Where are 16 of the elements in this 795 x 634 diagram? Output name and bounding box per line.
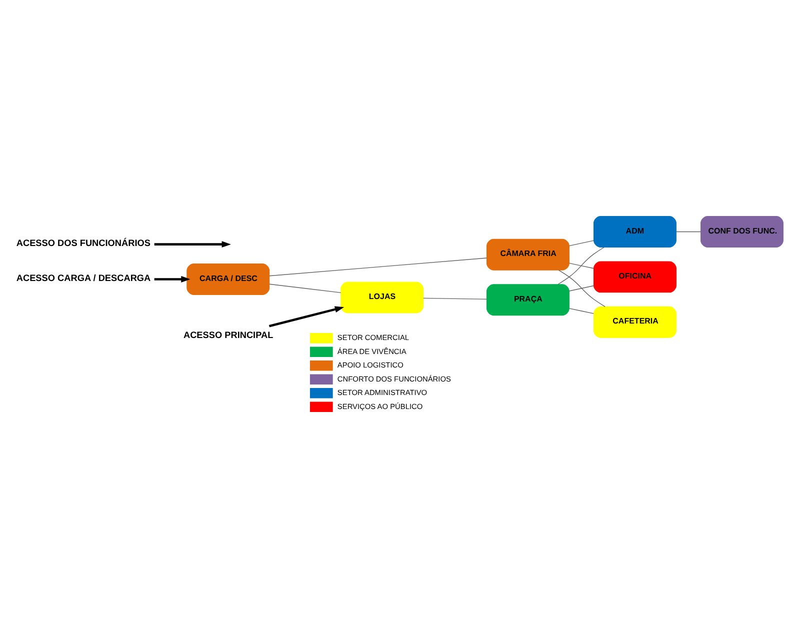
connector (558, 246, 604, 285)
connector (568, 240, 594, 246)
arrow (154, 241, 231, 248)
node-text: ACESSO CARGA / DESCARGA (16, 272, 151, 283)
connector (423, 298, 488, 300)
arrow (154, 276, 190, 282)
node-text: ACESSO DOS FUNCIONÁRIOS (16, 238, 150, 248)
connector (568, 308, 594, 314)
connector (568, 262, 594, 269)
connector (269, 258, 488, 276)
connector (568, 285, 594, 292)
connector (558, 270, 606, 307)
connector (676, 231, 701, 232)
arrow (268, 306, 344, 328)
node-text: ACESSO PRINCIPAL (183, 330, 274, 340)
connector (269, 284, 342, 294)
